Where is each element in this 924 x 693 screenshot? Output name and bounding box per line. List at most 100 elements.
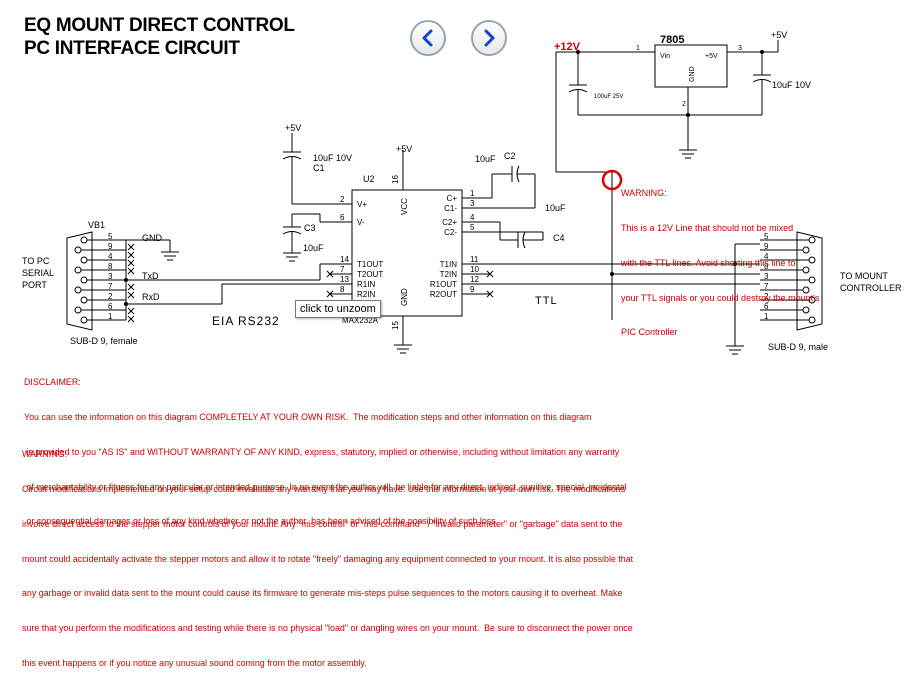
c2-label: C2 [504, 151, 516, 161]
left-connector-pin-4 [80, 256, 88, 264]
left-connector-pin-6 [74, 306, 82, 314]
rxd-label: RxD [142, 292, 160, 302]
left-connector-pin-number: 8 [108, 262, 113, 271]
chip-pin-number: 1 [470, 189, 475, 198]
right-connector-type: SUB-D 9, male [768, 342, 828, 352]
left-connector-pin-number: 3 [108, 272, 113, 281]
left-connector-pin-2 [80, 296, 88, 304]
next-button[interactable] [471, 20, 507, 56]
warning-marker [601, 169, 623, 191]
left-connector-label: TO PC SERIAL PORT [22, 256, 55, 290]
schematic-viewer: EQ MOUNT DIRECT CONTROL PC INTERFACE CIR… [22, 14, 902, 668]
chip-pin-number: 13 [340, 275, 349, 284]
chip-pin-number: 14 [340, 255, 349, 264]
left-connector-pin-7 [74, 286, 82, 294]
chip-pin-label: V+ [357, 200, 367, 209]
chip-pin-label: V- [357, 218, 365, 227]
left-connector-type: SUB-D 9, female [70, 336, 138, 346]
regulator-vin: Vin [660, 53, 670, 60]
c1-value: 10uF 10V [313, 153, 352, 163]
right-connector-pin-number: 5 [764, 232, 769, 241]
right-connector-pin-4 [808, 256, 816, 264]
right-connector-pin-number: 2 [764, 292, 769, 301]
left-connector-pin-9 [74, 246, 82, 254]
left-connector-pin-1 [80, 316, 88, 324]
right-connector-pin-number: 8 [764, 262, 769, 271]
regulator-pin1: 1 [636, 45, 640, 52]
chip-pin-number: 8 [340, 285, 345, 294]
right-connector-pin-2 [808, 296, 816, 304]
eia-label: EIA RS232 [212, 314, 280, 328]
chip-pin-bottom: 15 [391, 321, 400, 330]
chip-pin-label: T1IN [440, 260, 458, 269]
regulator-vout: +5V [705, 53, 718, 60]
left-connector-pin-8 [74, 266, 82, 274]
right-connector-pin-number: 6 [764, 302, 769, 311]
c1-label: C1 [313, 163, 325, 173]
chip-pin-number: 6 [340, 213, 345, 222]
title-line-2: PC INTERFACE CIRCUIT [24, 38, 240, 59]
title-line-1: EQ MOUNT DIRECT CONTROL [24, 15, 295, 36]
c3-label: C3 [304, 223, 316, 233]
left-connector-pin-number: 5 [108, 232, 113, 241]
chip-pin-label: R1IN [357, 280, 375, 289]
c4-label: C4 [553, 233, 565, 243]
chip-pin-number: 3 [470, 199, 475, 208]
chevron-right-icon [484, 29, 495, 47]
previous-button[interactable] [410, 20, 446, 56]
regulator-pin2: 2 [682, 101, 686, 108]
right-connector-pin-1 [808, 316, 816, 324]
right-connector-pin-3 [808, 276, 816, 284]
chip-pin-number: 4 [470, 213, 475, 222]
chip-pin-number: 5 [470, 223, 475, 232]
chip-name: U2 [363, 174, 375, 184]
chip-pin-label: C2+ [442, 218, 457, 227]
regulator-cap-in: 100uF 25V [594, 94, 623, 100]
gnd-label: GND [142, 233, 163, 243]
chip-gnd: GND [400, 288, 409, 306]
disclaimer-block: DISCLAIMER: You can use the information … [24, 377, 627, 527]
chip-pin-label: C1- [444, 204, 457, 213]
chip-vcc: VCC [400, 198, 409, 215]
txd-label: TxD [142, 271, 159, 281]
regulator-pin3: 3 [738, 45, 742, 52]
left-connector-pin-number: 1 [108, 312, 113, 321]
chip-pin-label: R1OUT [430, 280, 457, 289]
right-connector-pin-number: 7 [764, 282, 769, 291]
left-connector-pin-number: 2 [108, 292, 113, 301]
right-connector-pin-number: 9 [764, 242, 769, 251]
left-connector-pin-number: 6 [108, 302, 113, 311]
right-connector-pin-number: 4 [764, 252, 769, 261]
chip-pin-number: 10 [470, 265, 479, 274]
chip-pin-number: 7 [340, 265, 345, 274]
right-connector-pin-8 [802, 266, 810, 274]
chip-pin-label: R2IN [357, 290, 375, 299]
left-connector-pin-5 [80, 236, 88, 244]
chip-pin-number: 12 [470, 275, 479, 284]
left-connector-pin-number: 4 [108, 252, 113, 261]
warning-block: WARNING: Circuit modifications implement… [22, 449, 634, 668]
regulator-name: 7805 [660, 34, 684, 46]
chip-pin-label: R2OUT [430, 290, 457, 299]
ttl-label: TTL [535, 295, 558, 307]
chip-pin-label: C2- [444, 228, 457, 237]
right-connector-pin-5 [808, 236, 816, 244]
left-connector-pin-number: 9 [108, 242, 113, 251]
right-connector-pin-number: 3 [764, 272, 769, 281]
chip-pin-top: 16 [391, 175, 400, 184]
right-connector-pin-9 [802, 246, 810, 254]
regulator-cap-out: 10uF 10V [772, 80, 811, 90]
c3-value: 10uF [303, 243, 324, 253]
chip-supply-label: +5V [396, 144, 412, 154]
left-connector-ref: VB1 [88, 220, 105, 230]
c4-value: 10uF [545, 203, 566, 213]
input-12v-label: +12V [554, 41, 581, 53]
right-connector-pin-7 [802, 286, 810, 294]
unzoom-tooltip[interactable]: click to unzoom [295, 300, 381, 318]
page-title: EQ MOUNT DIRECT CONTROL PC INTERFACE CIR… [24, 14, 295, 60]
warning-note: WARNING: This is a 12V Line that should … [621, 188, 820, 338]
